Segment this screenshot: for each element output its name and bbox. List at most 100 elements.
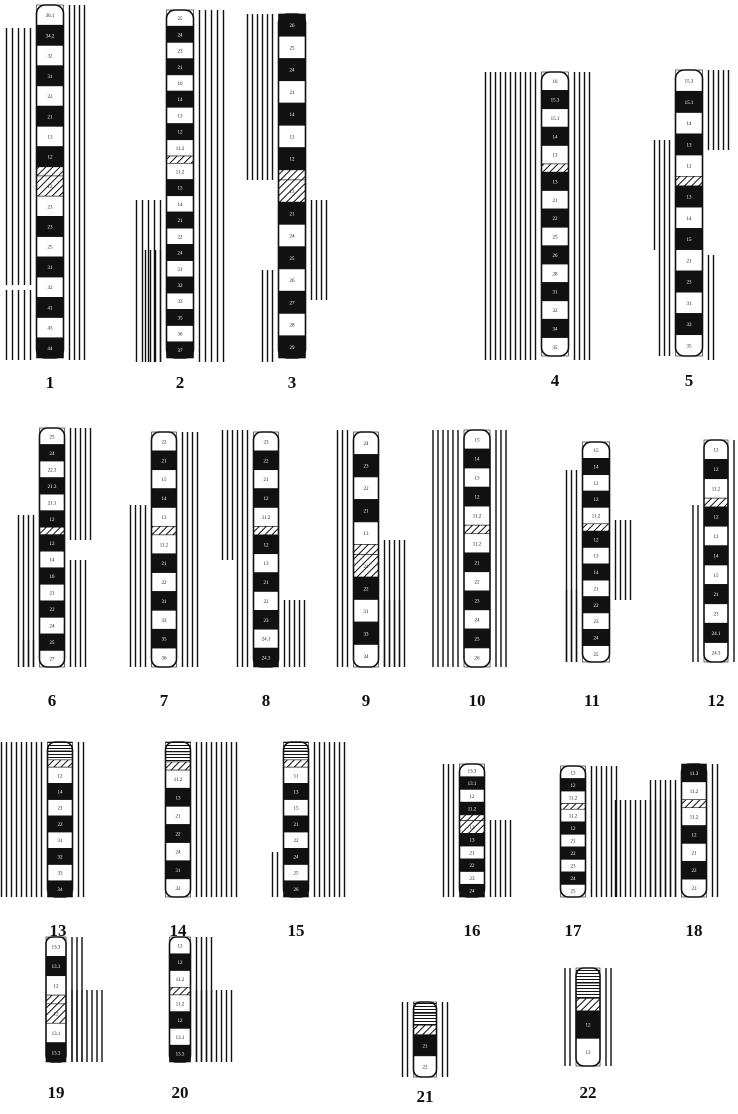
band-label: 24.1	[262, 638, 271, 643]
band-label: 26	[290, 24, 296, 29]
chromosome-20-lines	[197, 937, 232, 1062]
band-label: 26	[553, 254, 559, 259]
band-label: 13	[553, 154, 559, 159]
band-label: 33	[364, 632, 370, 637]
band-label: 11.2	[473, 542, 482, 547]
band-label: 32	[176, 887, 182, 892]
band-label: 24	[178, 252, 184, 257]
chromosome-band	[704, 498, 728, 507]
chromosome-number-label: 15	[288, 921, 305, 940]
band-label: 14	[714, 554, 720, 559]
band-label: 21	[475, 561, 481, 566]
band-label: 32	[48, 286, 54, 291]
band-label: 22	[162, 440, 168, 445]
band-label: 13	[364, 532, 370, 537]
band-label: 11.2	[712, 487, 721, 492]
band-label: 43	[48, 327, 54, 332]
band-label: 23	[264, 619, 270, 624]
band-label: 21	[162, 562, 168, 567]
band-label: 12	[264, 543, 270, 548]
band-label: 15.1	[551, 117, 560, 122]
band-label: 15	[294, 807, 300, 812]
band-label: 13	[178, 187, 184, 192]
band-label: 23	[264, 440, 270, 445]
band-label: 36	[178, 333, 184, 338]
band-label: 14	[594, 571, 600, 576]
band-label: 41	[48, 306, 54, 311]
band-label: 12	[50, 518, 56, 523]
band-label: 31	[48, 75, 54, 80]
band-label: 21	[294, 823, 300, 828]
band-label: 34	[58, 888, 64, 893]
band-label: 22	[178, 235, 184, 240]
chromosome-16: 13.313.11211.2121321222324	[460, 764, 485, 897]
band-label: 14	[178, 98, 184, 103]
band-label: 21	[48, 115, 54, 120]
band-label: 21	[162, 459, 168, 464]
band-label: 25	[571, 890, 577, 895]
chromosome-band	[576, 998, 600, 1010]
band-label: 23	[470, 877, 476, 882]
band-label: 21	[290, 91, 296, 96]
band-label: 23	[571, 865, 577, 870]
chromosome-4-lines	[486, 72, 590, 360]
chromosome-number-label: 18	[686, 921, 703, 940]
band-label: 12	[687, 165, 693, 170]
band-label: 31	[364, 610, 370, 615]
chromosome-4: 1615.315.1141313212225262831323435	[542, 72, 569, 356]
chromosome-band	[37, 167, 64, 176]
band-label: 14	[687, 217, 693, 222]
band-label: 12	[586, 1024, 592, 1029]
band-label: 24.3	[712, 651, 721, 656]
chromosome-band	[464, 525, 490, 534]
chromosome-17: 131211.211.2122122232425	[561, 766, 586, 897]
band-label: 21	[553, 199, 559, 204]
band-label: 31	[687, 302, 693, 307]
band-label: 24	[470, 890, 476, 895]
band-label: 37	[178, 349, 184, 354]
band-label: 34	[553, 327, 559, 332]
band-label: 33	[58, 872, 64, 877]
band-label: 12	[714, 468, 720, 473]
band-label: 13	[687, 196, 693, 201]
band-label: 11.2	[569, 815, 578, 820]
chromosome-band	[561, 804, 586, 810]
band-label: 11	[294, 774, 299, 779]
chromosome-band	[254, 526, 279, 534]
chromosome-number-label: 6	[48, 691, 57, 710]
band-label: 13.1	[468, 782, 477, 787]
band-label: 14	[290, 113, 296, 118]
chromosome-number-label: 4	[551, 371, 560, 390]
band-label: 14	[50, 558, 56, 563]
band-label: 12	[178, 1019, 184, 1024]
band-label: 24	[50, 625, 56, 630]
band-label: 13.3	[52, 946, 61, 951]
band-label: 13	[594, 555, 600, 560]
band-label: 22	[50, 608, 56, 613]
band-label: 11.2	[176, 147, 185, 152]
chromosome-band	[166, 752, 191, 762]
band-label: 13	[290, 135, 296, 140]
band-label: 11.2	[690, 790, 699, 795]
band-label: 13	[586, 1051, 592, 1056]
band-label: 13	[290, 190, 296, 195]
band-label: 15	[594, 449, 600, 454]
band-label: 24	[290, 69, 296, 74]
chromosome-band	[676, 176, 703, 186]
band-label: 14	[594, 466, 600, 471]
band-label: 34	[364, 655, 370, 660]
chromosome-band	[48, 760, 73, 767]
band-label: 25	[294, 872, 300, 877]
band-label: 11.2	[176, 170, 185, 175]
band-label: 27	[290, 301, 296, 306]
chromosome-number-label: 11	[584, 691, 600, 710]
band-label: 13	[264, 562, 270, 567]
band-label: 21	[364, 565, 370, 570]
band-label: 21	[50, 592, 56, 597]
chromosome-number-label: 5	[685, 371, 694, 390]
chromosome-number-label: 7	[160, 691, 169, 710]
band-label: 12	[48, 156, 54, 161]
